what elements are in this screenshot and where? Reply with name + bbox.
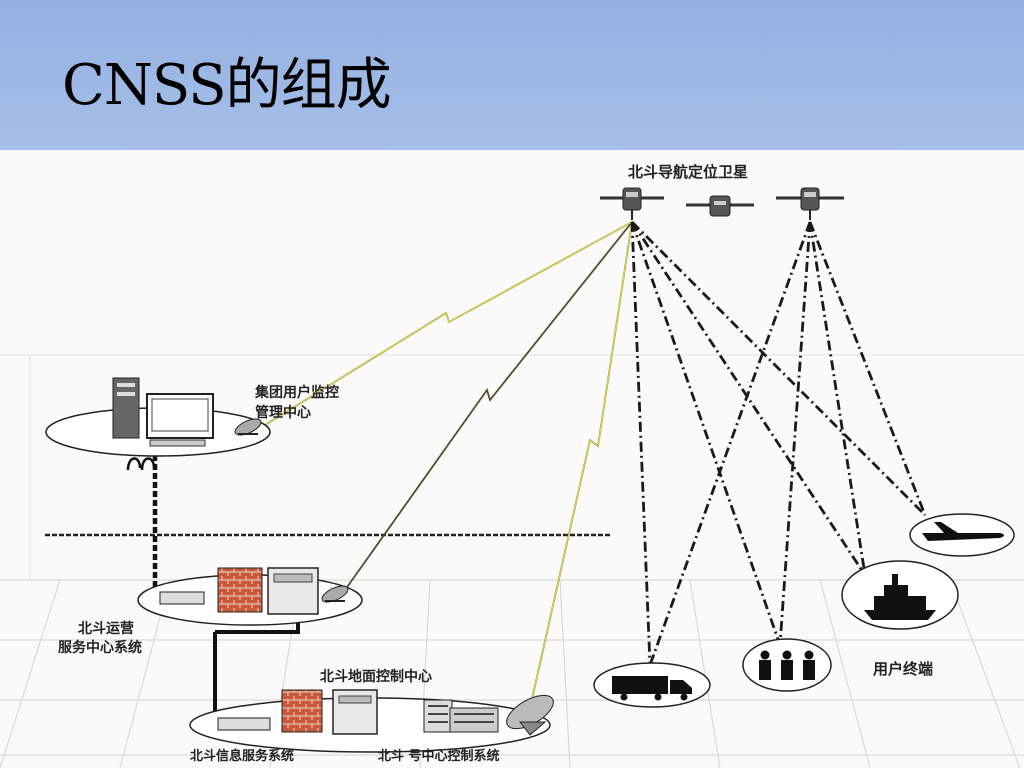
router-icon <box>217 717 271 731</box>
people-terminal <box>742 638 832 692</box>
slide-title: CNSS的组成 <box>62 53 392 118</box>
building-icon <box>423 699 499 733</box>
ground-control-label: 北斗地面控制中心 <box>320 668 432 685</box>
people-icon <box>759 650 815 680</box>
ops-center-label-line2: 服务中心系统 <box>58 639 142 656</box>
computer-icon <box>112 377 214 447</box>
router-icon <box>159 591 205 605</box>
satellite-icon <box>686 195 754 217</box>
server-icon <box>267 567 319 615</box>
nav-control-label: 北斗 号中心控制系统 <box>378 748 500 764</box>
truck-icon <box>612 676 692 701</box>
cnss-diagram: 北斗导航定位卫星 集团用户监控 管理中心 北斗运营 <box>0 150 1024 768</box>
group-user-center: 集团用户监控 管理中心 <box>45 377 339 457</box>
operations-center: 北斗运营 服务中心系统 <box>58 567 363 656</box>
group-center-label-line2: 管理中心 <box>255 404 311 421</box>
satellites-label: 北斗导航定位卫星 <box>628 163 748 181</box>
firewall-icon <box>281 689 323 733</box>
user-links <box>630 221 927 666</box>
satellite-dish-icon <box>234 418 262 436</box>
satellite-icon <box>776 187 844 220</box>
floor-grid <box>0 150 1024 768</box>
ground-control-center: 北斗地面控制中心 北斗信息服务系统 北斗 号中心控制系统 <box>189 668 554 764</box>
user-terminals: 用户终端 <box>593 513 1015 708</box>
user-terminals-label: 用户终端 <box>873 660 933 678</box>
satellite-dish-icon <box>321 585 349 603</box>
link-ops-center <box>344 221 633 591</box>
group-center-label-line1: 集团用户监控 <box>254 384 339 401</box>
satellite-icon <box>600 187 664 220</box>
title-band <box>0 0 1024 150</box>
server-icon <box>332 689 378 735</box>
ops-center-label-line1: 北斗运营 <box>78 620 134 637</box>
truck-terminal <box>593 662 711 708</box>
ship-icon <box>864 574 936 620</box>
airplane-terminal <box>909 513 1015 557</box>
satellites <box>600 187 844 220</box>
large-antenna-icon <box>506 694 554 736</box>
firewall-icon <box>217 567 263 613</box>
airplane-icon <box>922 522 1004 541</box>
info-service-label: 北斗信息服务系统 <box>190 748 294 764</box>
ship-terminal <box>841 560 959 630</box>
